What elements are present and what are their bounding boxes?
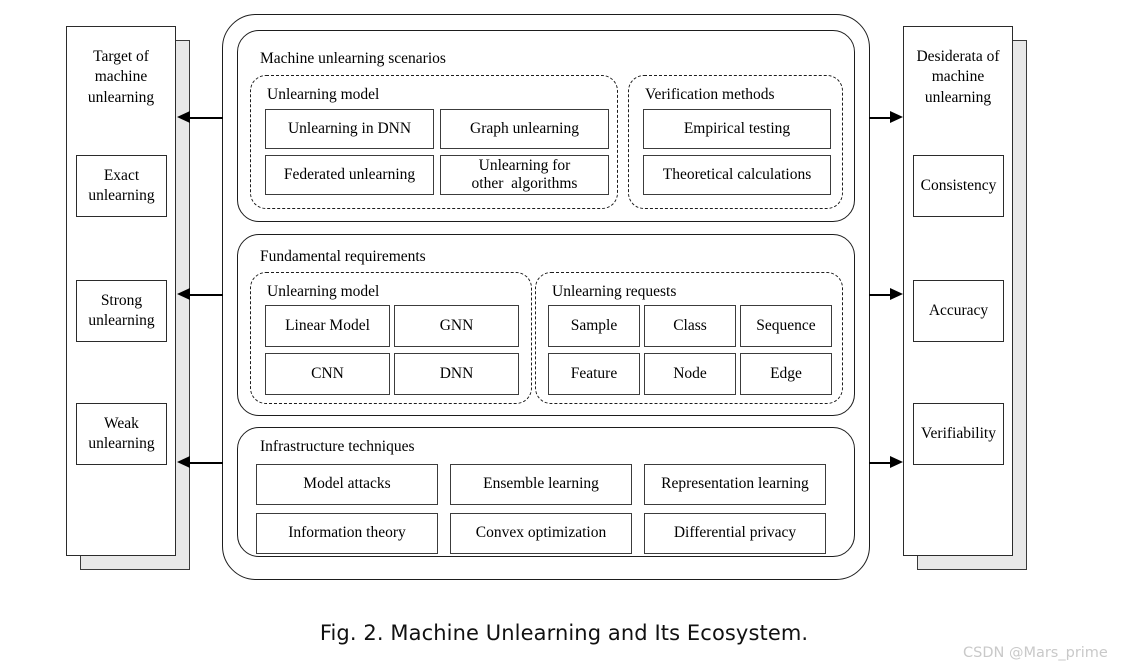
group-scenarios-unlearning-model-title: Unlearning model xyxy=(267,86,380,103)
leaf-representation-learning[interactable]: Representation learning xyxy=(644,464,826,505)
leaf-information-theory[interactable]: Information theory xyxy=(256,513,438,554)
leaf-gnn[interactable]: GNN xyxy=(394,305,519,347)
leaf-convex-optimization[interactable]: Convex optimization xyxy=(450,513,632,554)
left-panel-target-of-machine-unlearning: Target of machine unlearning Exact unlea… xyxy=(66,26,176,556)
leaf-unlearning-for-other-algorithms-line-2: other algorithms xyxy=(471,175,578,192)
leaf-theoretical-calculations[interactable]: Theoretical calculations xyxy=(643,155,831,195)
leaf-node[interactable]: Node xyxy=(644,353,736,395)
group-scenarios-verification-methods: Verification methods Empirical testing T… xyxy=(628,75,843,209)
group-requirements-unlearning-requests: Unlearning requests Sample Class Sequenc… xyxy=(535,272,843,404)
section-3-title: Infrastructure techniques xyxy=(260,438,415,455)
arrow-infrastructure-to-weak-head xyxy=(177,456,190,468)
leaf-linear-model[interactable]: Linear Model xyxy=(265,305,390,347)
watermark: CSDN @Mars_prime xyxy=(963,645,1108,661)
right-item-accuracy[interactable]: Accuracy xyxy=(913,280,1004,342)
leaf-sequence[interactable]: Sequence xyxy=(740,305,832,347)
left-item-weak-line-1: Weak xyxy=(104,414,139,432)
left-item-exact-unlearning[interactable]: Exact unlearning xyxy=(76,155,167,217)
leaf-ensemble-learning[interactable]: Ensemble learning xyxy=(450,464,632,505)
left-item-strong-line-2: unlearning xyxy=(88,312,155,329)
right-panel-title-line-3: unlearning xyxy=(924,88,992,106)
leaf-federated-unlearning[interactable]: Federated unlearning xyxy=(265,155,434,195)
right-panel-title-line-1: Desiderata of xyxy=(916,48,1000,65)
leaf-unlearning-for-other-algorithms-line-1: Unlearning for xyxy=(478,156,571,174)
arrow-requirements-to-strong-head xyxy=(177,288,190,300)
arrow-scenarios-to-desiderata-head xyxy=(890,111,903,123)
group-scenarios-verification-methods-title: Verification methods xyxy=(645,86,775,103)
arrow-scenarios-to-target-line xyxy=(190,117,223,119)
leaf-unlearning-in-dnn[interactable]: Unlearning in DNN xyxy=(265,109,434,149)
left-panel-title-line-2: machine xyxy=(94,68,148,86)
group-requirements-unlearning-requests-title: Unlearning requests xyxy=(552,283,677,300)
leaf-cnn[interactable]: CNN xyxy=(265,353,390,395)
group-requirements-unlearning-model: Unlearning model Linear Model GNN CNN DN… xyxy=(250,272,532,404)
leaf-differential-privacy[interactable]: Differential privacy xyxy=(644,513,826,554)
figure-caption: Fig. 2. Machine Unlearning and Its Ecosy… xyxy=(319,621,809,645)
left-item-strong-unlearning[interactable]: Strong unlearning xyxy=(76,280,167,342)
leaf-empirical-testing[interactable]: Empirical testing xyxy=(643,109,831,149)
right-item-verifiability[interactable]: Verifiability xyxy=(913,403,1004,465)
section-2-title: Fundamental requirements xyxy=(260,248,426,265)
group-scenarios-unlearning-model: Unlearning model Unlearning in DNN Graph… xyxy=(250,75,618,209)
arrow-infrastructure-to-verifiability-line xyxy=(869,462,891,464)
leaf-edge[interactable]: Edge xyxy=(740,353,832,395)
left-item-weak-line-2: unlearning xyxy=(88,435,155,452)
section-1-title: Machine unlearning scenarios xyxy=(260,50,446,67)
left-item-exact-line-1: Exact xyxy=(103,166,140,184)
arrow-infrastructure-to-verifiability-head xyxy=(890,456,903,468)
right-panel-desiderata-of-machine-unlearning: Desiderata of machine unlearning Consist… xyxy=(903,26,1013,556)
section-fundamental-requirements: Fundamental requirements Unlearning mode… xyxy=(237,234,855,416)
arrow-scenarios-to-target-head xyxy=(177,111,190,123)
arrow-requirements-to-accuracy-line xyxy=(869,294,891,296)
leaf-model-attacks[interactable]: Model attacks xyxy=(256,464,438,505)
leaf-feature[interactable]: Feature xyxy=(548,353,640,395)
arrow-requirements-to-strong-line xyxy=(190,294,223,296)
leaf-class[interactable]: Class xyxy=(644,305,736,347)
arrow-requirements-to-accuracy-head xyxy=(890,288,903,300)
group-requirements-unlearning-model-title: Unlearning model xyxy=(267,283,380,300)
section-machine-unlearning-scenarios: Machine unlearning scenarios Unlearning … xyxy=(237,30,855,222)
right-panel-title: Desiderata of machine unlearning xyxy=(904,47,1012,108)
right-item-consistency[interactable]: Consistency xyxy=(913,155,1004,217)
leaf-unlearning-for-other-algorithms[interactable]: Unlearning for other algorithms xyxy=(440,155,609,195)
leaf-sample[interactable]: Sample xyxy=(548,305,640,347)
leaf-dnn[interactable]: DNN xyxy=(394,353,519,395)
left-item-exact-line-2: unlearning xyxy=(88,187,155,204)
right-panel-title-line-2: machine xyxy=(931,68,985,86)
section-infrastructure-techniques: Infrastructure techniques Model attacks … xyxy=(237,427,855,557)
left-item-weak-unlearning[interactable]: Weak unlearning xyxy=(76,403,167,465)
arrow-infrastructure-to-weak-line xyxy=(190,462,223,464)
arrow-scenarios-to-desiderata-line xyxy=(869,117,891,119)
left-item-strong-line-1: Strong xyxy=(100,291,143,309)
left-panel-title-line-3: unlearning xyxy=(87,88,155,106)
leaf-graph-unlearning[interactable]: Graph unlearning xyxy=(440,109,609,149)
left-panel-title-line-1: Target of xyxy=(93,48,149,65)
left-panel-title: Target of machine unlearning xyxy=(67,47,175,108)
